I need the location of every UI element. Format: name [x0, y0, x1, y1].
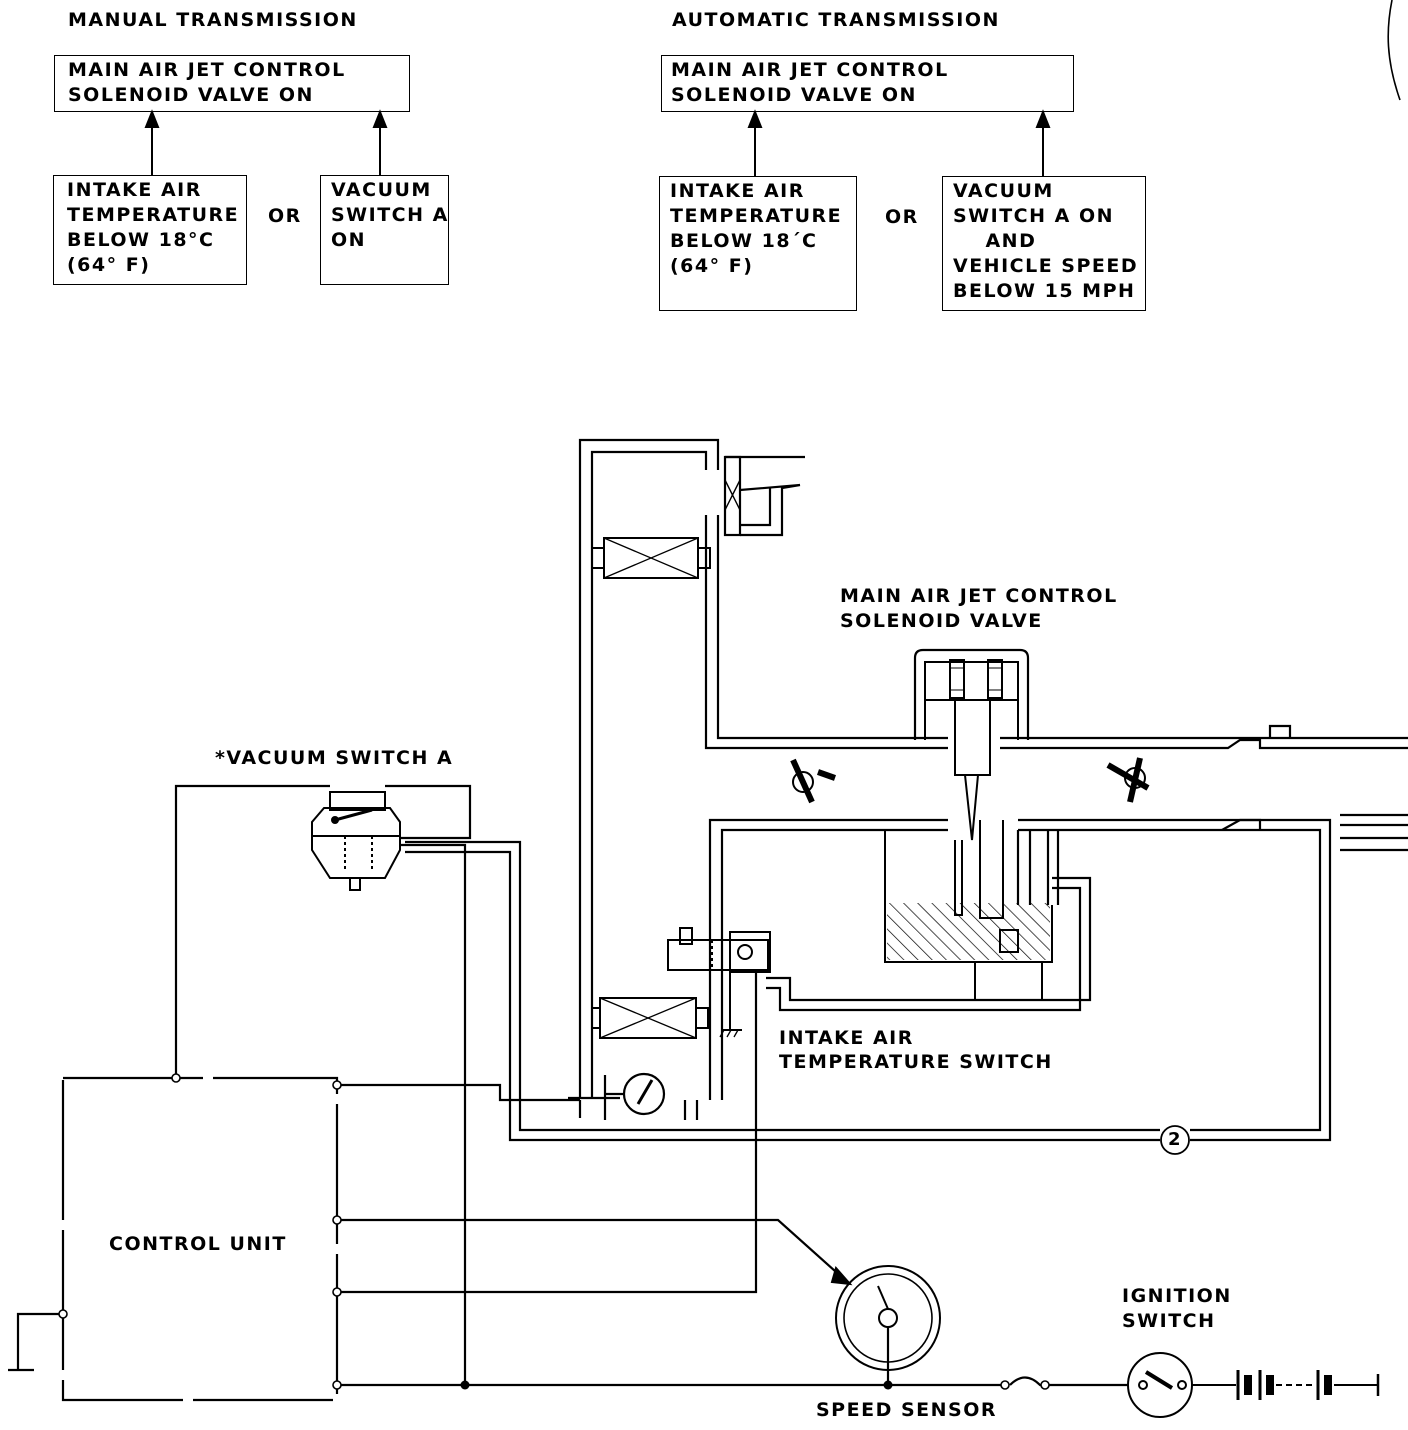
automatic-cond2-line-2: SWITCH A ON	[953, 205, 1115, 227]
automatic-cond1-line-2: TEMPERATURE	[670, 205, 843, 227]
automatic-cond2-box	[942, 176, 1146, 311]
intake-air-temperature-switch-device	[667, 927, 771, 1038]
manual-cond2-line-2: SWITCH A	[331, 204, 449, 226]
manual-result-box	[54, 55, 410, 112]
automatic-arrow-left	[747, 109, 763, 176]
automatic-result-box	[661, 55, 1074, 112]
automatic-or: OR	[885, 206, 919, 228]
electrical-wiring	[8, 784, 1128, 1402]
manual-cond1-line-4: (64° F)	[67, 254, 151, 276]
vacuum-switch-a-device	[311, 791, 401, 891]
battery	[1192, 1370, 1380, 1400]
junction-nodes	[58, 1073, 1050, 1390]
speed-sensor-arrow-head	[830, 1265, 853, 1286]
manual-cond2-box	[320, 175, 449, 285]
automatic-result-line-1: MAIN AIR JET CONTROL	[671, 59, 949, 81]
manual-cond2-line-3: ON	[331, 229, 367, 251]
intake-switch-label-line-1: INTAKE AIR	[779, 1027, 914, 1049]
check-valve-lower	[591, 997, 709, 1039]
ignition-switch-label-line-2: SWITCH	[1122, 1310, 1216, 1332]
vacuum-switch-label: *VACUUM SWITCH A	[215, 747, 454, 769]
throttle-valve-left	[790, 758, 836, 804]
automatic-cond2-line-3: AND	[953, 230, 1037, 252]
automatic-cond1-line-3: BELOW 18´C	[670, 230, 818, 252]
manual-cond1-line-2: TEMPERATURE	[67, 204, 240, 226]
carburetor-float-bowl	[884, 820, 1053, 1001]
ignition-switch-device	[1127, 1352, 1193, 1418]
solenoid-label-line-1: MAIN AIR JET CONTROL	[840, 585, 1118, 607]
automatic-result-line-2: SOLENOID VALVE ON	[671, 84, 917, 106]
hose-number-label: 2	[1168, 1129, 1183, 1150]
throttle-valve-right	[1106, 757, 1150, 803]
check-valve-upper	[591, 537, 711, 579]
automatic-cond2-line-1: VACUUM	[953, 180, 1054, 202]
manual-result-line-2: SOLENOID VALVE ON	[68, 84, 314, 106]
manual-cond1-box	[53, 175, 247, 285]
hose-number-circle	[1160, 1125, 1190, 1155]
solid-junctions	[460, 1380, 893, 1390]
automatic-arrow-right	[1035, 109, 1051, 176]
control-unit-label: CONTROL UNIT	[109, 1233, 287, 1255]
automatic-cond1-box	[659, 176, 857, 311]
manual-arrow-right	[372, 109, 388, 175]
manual-arrow-left	[144, 109, 160, 175]
automatic-heading: AUTOMATIC TRANSMISSION	[672, 9, 1000, 31]
intake-switch-label-line-2: TEMPERATURE SWITCH	[779, 1051, 1053, 1073]
speed-sensor-label: SPEED SENSOR	[816, 1399, 997, 1421]
automatic-cond1-line-4: (64° F)	[670, 255, 754, 277]
manual-result-line-1: MAIN AIR JET CONTROL	[68, 59, 346, 81]
manual-cond1-line-3: BELOW 18°C	[67, 229, 215, 251]
manual-or: OR	[268, 205, 302, 227]
manual-cond1-line-1: INTAKE AIR	[67, 179, 202, 201]
ignition-switch-label-line-1: IGNITION	[1122, 1285, 1232, 1307]
main-air-jet-solenoid-valve	[913, 648, 1030, 841]
automatic-cond1-line-1: INTAKE AIR	[670, 180, 805, 202]
automatic-cond2-line-5: BELOW 15 MPH	[953, 280, 1136, 302]
automatic-cond2-line-4: VEHICLE SPEED	[953, 255, 1139, 277]
vacuum-hose-system	[405, 438, 1408, 1142]
manual-heading: MANUAL TRANSMISSION	[68, 9, 358, 31]
manual-cond2-line-1: VACUUM	[331, 179, 432, 201]
solenoid-label-line-2: SOLENOID VALVE	[840, 610, 1043, 632]
